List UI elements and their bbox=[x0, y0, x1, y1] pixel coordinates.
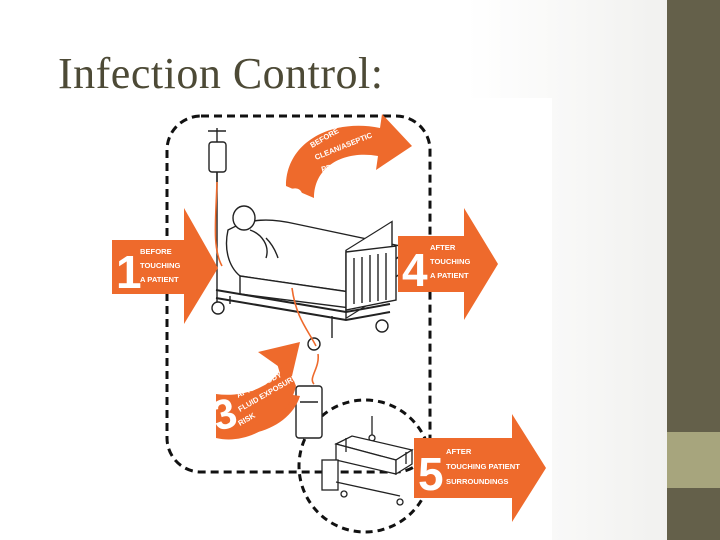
iv-drip-icon bbox=[208, 128, 227, 310]
moment-1-number: 1 bbox=[116, 246, 142, 298]
urine-bag-icon bbox=[295, 353, 323, 439]
moment-1-label-line-2: TOUCHING bbox=[140, 261, 180, 270]
moment-5-label-line-1: AFTER bbox=[446, 447, 472, 456]
moment-5-label-line-2: TOUCHING PATIENT bbox=[446, 462, 520, 471]
moment-5-number: 5 bbox=[418, 448, 444, 500]
moment-3-arrow: 3 AFTER BODY FLUID EXPOSURE RISK bbox=[206, 342, 300, 440]
moment-4-label-line-2: TOUCHING bbox=[430, 257, 470, 266]
moment-4-label-line-1: AFTER bbox=[430, 243, 456, 252]
five-moments-figure: 1 BEFORE TOUCHING A PATIENT 4 AFTER TOUC… bbox=[100, 98, 552, 540]
empty-bed-icon bbox=[321, 416, 414, 506]
moment-1-label-line-3: A PATIENT bbox=[140, 275, 179, 284]
five-moments-svg: 1 BEFORE TOUCHING A PATIENT 4 AFTER TOUC… bbox=[100, 98, 552, 540]
moment-1-arrow: 1 BEFORE TOUCHING A PATIENT bbox=[112, 208, 218, 324]
sidebar-accent-bar bbox=[667, 432, 720, 488]
moment-4-arrow: 4 AFTER TOUCHING A PATIENT bbox=[398, 208, 498, 320]
moment-5-arrow: 5 AFTER TOUCHING PATIENT SURROUNDINGS bbox=[414, 414, 546, 522]
patient-in-bed-icon bbox=[211, 205, 401, 351]
sidebar-dark-bar bbox=[667, 0, 720, 432]
slide-title: Infection Control: bbox=[58, 49, 384, 98]
moment-1-label-line-1: BEFORE bbox=[140, 247, 172, 256]
moment-4-number: 4 bbox=[402, 244, 428, 296]
moment-4-label-line-3: A PATIENT bbox=[430, 271, 469, 280]
sidebar-bottom-bar bbox=[667, 488, 720, 540]
moment-5-label-line-3: SURROUNDINGS bbox=[446, 477, 508, 486]
